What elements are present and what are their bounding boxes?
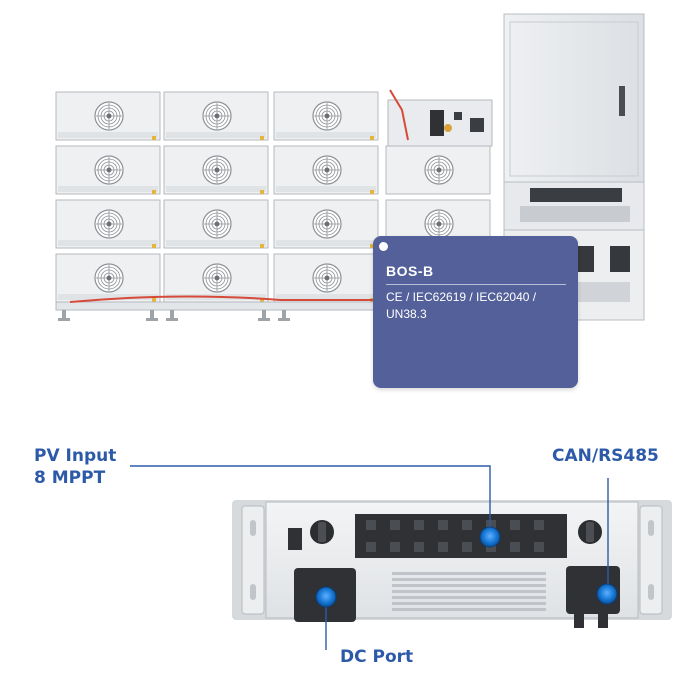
fan-icon <box>202 155 232 185</box>
fan-icon <box>202 263 232 293</box>
card-divider <box>386 284 566 285</box>
battery-module <box>273 91 379 141</box>
battery-module <box>273 253 379 303</box>
card-title: BOS-B <box>386 263 434 279</box>
bos-front-panel <box>232 500 672 628</box>
fan-icon <box>424 155 454 185</box>
battery-module <box>163 145 269 195</box>
battery-module <box>163 199 269 249</box>
battery-module <box>385 145 491 195</box>
pv-input-label: PV Input 8 MPPT <box>34 445 116 489</box>
battery-module <box>55 145 161 195</box>
dc-port-label: DC Port <box>340 647 414 667</box>
certification-card: BOS-B CE / IEC62619 / IEC62040 / UN38.3 <box>373 236 578 388</box>
card-dot-icon <box>379 242 388 251</box>
port-icon <box>596 583 618 605</box>
card-certifications: CE / IEC62619 / IEC62040 / UN38.3 <box>386 290 537 321</box>
can-rs485-label: CAN/RS485 <box>552 446 659 466</box>
battery-module <box>273 199 379 249</box>
fan-icon <box>312 263 342 293</box>
battery-module <box>163 253 269 303</box>
fan-icon <box>94 209 124 239</box>
battery-module <box>273 145 379 195</box>
battery-module <box>55 199 161 249</box>
port-icon <box>479 526 501 548</box>
port-icon <box>315 586 337 608</box>
fan-icon <box>312 155 342 185</box>
fan-icon <box>94 263 124 293</box>
battery-module <box>55 253 161 303</box>
fan-icon <box>312 209 342 239</box>
fan-icon <box>94 155 124 185</box>
battery-rack <box>55 89 493 321</box>
fan-icon <box>312 101 342 131</box>
fan-icon <box>202 209 232 239</box>
battery-module <box>163 91 269 141</box>
pv-input-line2: 8 MPPT <box>34 468 106 488</box>
port-markers <box>315 526 618 608</box>
breaker-icon <box>310 520 602 544</box>
battery-module <box>55 91 161 141</box>
cabinet-handle-icon <box>619 86 625 116</box>
pv-input-line1: PV Input <box>34 446 117 466</box>
fan-icon <box>424 209 454 239</box>
fan-icon <box>202 101 232 131</box>
fan-icon <box>94 101 124 131</box>
